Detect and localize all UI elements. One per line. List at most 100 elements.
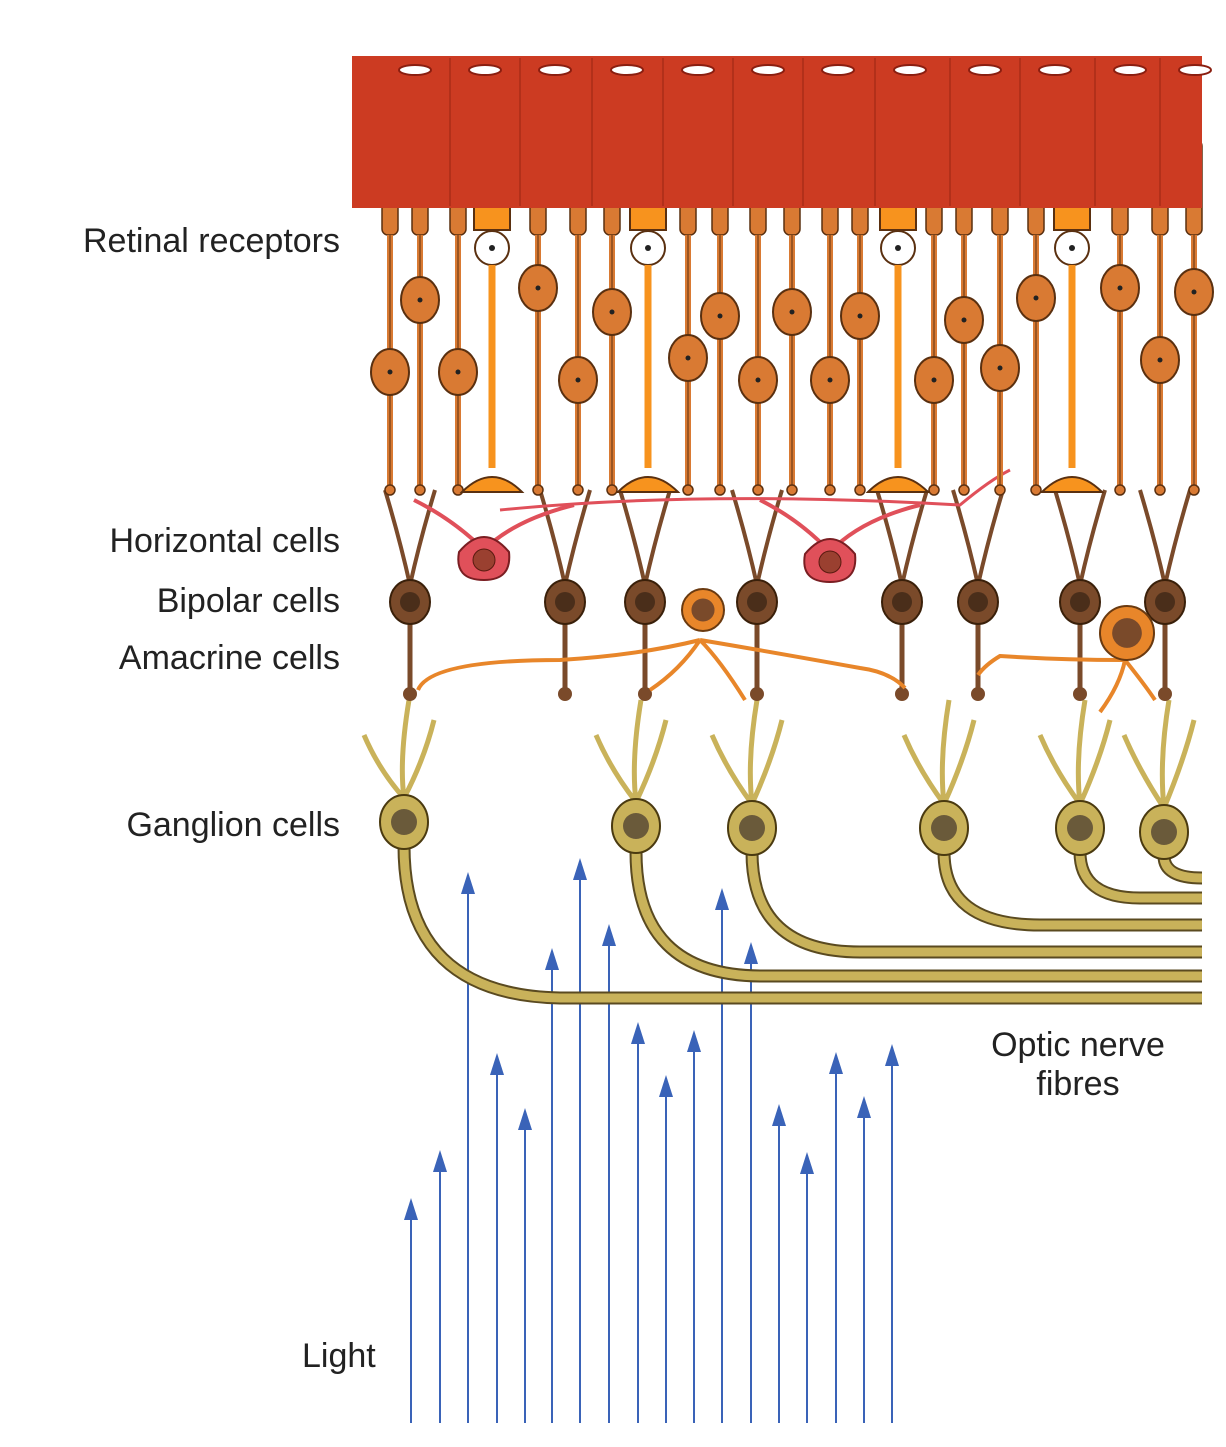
bipolar-dendrite [383,489,437,586]
bipolar-dendrite [1053,489,1107,586]
rod-spherule [928,484,940,496]
rod-nucleus [857,313,863,319]
bipolar-nucleus [747,592,767,612]
rod-spherule [682,484,694,496]
bipolar-terminal [1158,687,1172,701]
rod-spherule [414,484,426,496]
bipolar-nucleus [968,592,988,612]
bipolar-terminal [750,687,764,701]
up-arrow-icon [800,1152,814,1174]
up-arrow-icon [518,1108,532,1130]
rod-nucleus [755,377,761,383]
amacrine-process [416,638,907,702]
cone-nucleolus [895,245,901,251]
bipolar-nucleus [892,592,912,612]
rod-spherule [532,484,544,496]
amacrine-nucleus [691,598,715,622]
up-arrow-icon [490,1053,504,1075]
bipolar-cell-layer [383,489,1192,701]
optic-nerve-fibre [939,851,1202,930]
ganglion-dendrite [901,699,977,806]
rod-spherule [752,484,764,496]
bipolar-dendrite [1138,489,1192,586]
cone-nucleolus [489,245,495,251]
optic-nerve-fibres [397,845,1203,1005]
pigment-epithelium [352,56,1212,208]
bipolar-terminal [895,687,909,701]
ganglion-dendrite [1121,699,1197,810]
pigment-cell-nucleus [751,64,785,76]
up-arrow-icon [631,1022,645,1044]
up-arrow-icon [744,942,758,964]
optic-nerve-fibre [747,851,1202,957]
pigment-cell-nucleus [1178,64,1212,76]
ganglion-nucleus [931,815,957,841]
rod-nucleus [1033,295,1039,301]
label-horizontal-cells: Horizontal cells [109,522,340,560]
rod-nucleus [575,377,581,383]
horizontal-cell-layer [413,468,1011,584]
rod-spherule [994,484,1006,496]
rod-nucleus [997,365,1003,371]
up-arrow-icon [404,1198,418,1220]
rod-spherule [786,484,798,496]
rod-nucleus [387,369,393,375]
bipolar-nucleus [1070,592,1090,612]
cone-pedicle [1039,476,1105,493]
bipolar-nucleus [555,592,575,612]
bipolar-nucleus [400,592,420,612]
label-retinal-receptors: Retinal receptors [82,222,340,260]
up-arrow-icon [659,1075,673,1097]
pigment-cell-nucleus [968,64,1002,76]
pigment-cell-nucleus [468,64,502,76]
rod-nucleus [789,309,795,315]
up-arrow-icon [829,1052,843,1074]
bipolar-dendrite [730,489,784,586]
ganglion-dendrite [593,699,669,804]
bipolar-terminal [403,687,417,701]
pigment-cell-nucleus [610,64,644,76]
rod-spherule [452,484,464,496]
up-arrow-icon [433,1150,447,1172]
label-bipolar-cells: Bipolar cells [156,582,340,620]
ganglion-dendrite [361,699,437,800]
rod-nucleus [1117,285,1123,291]
rod-spherule [572,484,584,496]
optic-nerve-fibre [399,845,1202,1003]
ganglion-nucleus [623,813,649,839]
rod-spherule [1188,484,1200,496]
amacrine-nucleus [1112,618,1142,648]
up-arrow-icon [573,858,587,880]
rod-spherule [714,484,726,496]
rod-spherule [1030,484,1042,496]
up-arrow-icon [461,872,475,894]
up-arrow-icon [602,924,616,946]
pigment-cell-nucleus [893,64,927,76]
label-optic-nerve-line1: Optic nerve [991,1026,1165,1064]
up-arrow-icon [857,1096,871,1118]
rod-spherule [854,484,866,496]
pigment-cell-nucleus [1113,64,1147,76]
pigment-epithelium-band [352,56,1202,208]
rod-nucleus [455,369,461,375]
rod-nucleus [1191,289,1197,295]
amacrine-cell-layer [416,588,1157,714]
pigment-cell-nucleus [398,64,432,76]
ganglion-dendrite [1037,699,1113,806]
bipolar-terminal [1073,687,1087,701]
label-optic-nerve-line2: fibres [1036,1065,1120,1104]
horizontal-cell-nucleus [818,550,842,574]
ganglion-nucleus [739,815,765,841]
rod-nucleus [1157,357,1163,363]
cone-nucleolus [645,245,651,251]
bipolar-terminal [638,687,652,701]
bipolar-nucleus [635,592,655,612]
pigment-cell-nucleus [681,64,715,76]
cone-pedicle [615,476,681,493]
rod-nucleus [931,377,937,383]
up-arrow-icon [885,1044,899,1066]
label-ganglion-cells: Ganglion cells [126,806,340,844]
up-arrow-icon [772,1104,786,1126]
label-optic-nerve-fibres: Optic nerve fibres [960,1026,1196,1104]
